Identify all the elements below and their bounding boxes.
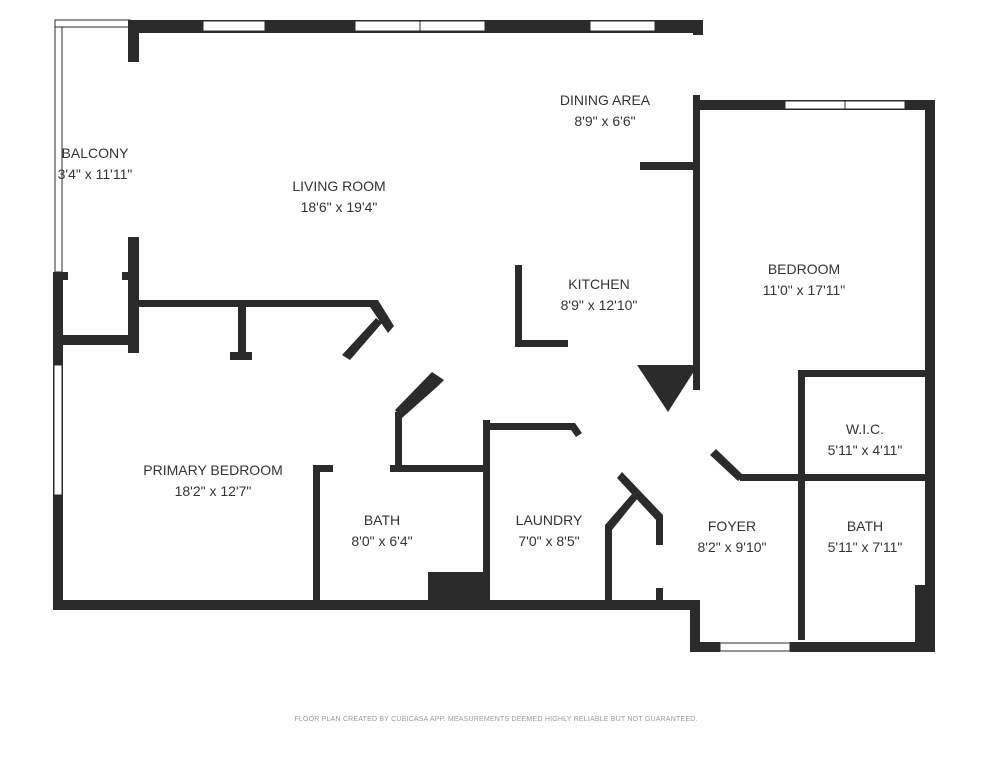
room-size: 8'0" x 6'4" xyxy=(351,533,413,549)
room-name: KITCHEN xyxy=(568,276,630,292)
windows xyxy=(53,20,906,652)
room-label-bedroom: BEDROOM 11'0" x 17'11" xyxy=(763,259,846,301)
room-name: PRIMARY BEDROOM xyxy=(143,462,283,478)
room-label-bath-2: BATH 5'11" x 7'11" xyxy=(828,516,903,558)
room-size: 8'2" x 9'10" xyxy=(697,539,767,555)
room-name: BEDROOM xyxy=(767,261,841,277)
disclaimer-footer: FLOOR PLAN CREATED BY CUBICASA APP. MEAS… xyxy=(294,716,698,723)
room-name: FOYER xyxy=(707,518,757,534)
room-name: W.I.C. xyxy=(845,421,885,437)
room-name: BATH xyxy=(846,518,884,534)
room-label-bath-primary: BATH 8'0" x 6'4" xyxy=(351,510,412,552)
room-name: DINING AREA xyxy=(559,92,651,108)
room-label-dining-area: DINING AREA 8'9" x 6'6" xyxy=(560,90,650,132)
room-label-balcony: BALCONY 3'4" x 11'11" xyxy=(58,143,133,185)
room-name: BALCONY xyxy=(61,145,129,161)
room-label-wic: W.I.C. 5'11" x 4'11" xyxy=(828,419,903,461)
room-label-kitchen: KITCHEN 8'9" x 12'10" xyxy=(561,274,638,316)
walls xyxy=(53,20,935,652)
room-size: 5'11" x 7'11" xyxy=(827,539,903,555)
room-name: LAUNDRY xyxy=(515,512,583,528)
room-size: 5'11" x 4'11" xyxy=(827,442,903,458)
room-size: 8'9" x 12'10" xyxy=(560,297,638,313)
room-size: 8'9" x 6'6" xyxy=(574,113,636,129)
room-size: 7'0" x 8'5" xyxy=(518,533,580,549)
room-name: BATH xyxy=(363,512,401,528)
room-size: 3'4" x 11'11" xyxy=(57,166,133,182)
room-label-living-room: LIVING ROOM 18'6" x 19'4" xyxy=(292,176,385,218)
room-name: LIVING ROOM xyxy=(292,178,386,194)
room-label-foyer: FOYER 8'2" x 9'10" xyxy=(698,516,767,558)
room-size: 11'0" x 17'11" xyxy=(762,282,846,298)
room-size: 18'2" x 12'7" xyxy=(174,483,252,499)
room-label-primary-bedroom: PRIMARY BEDROOM 18'2" x 12'7" xyxy=(143,460,283,502)
room-label-laundry: LAUNDRY 7'0" x 8'5" xyxy=(516,510,583,552)
room-size: 18'6" x 19'4" xyxy=(300,199,378,215)
